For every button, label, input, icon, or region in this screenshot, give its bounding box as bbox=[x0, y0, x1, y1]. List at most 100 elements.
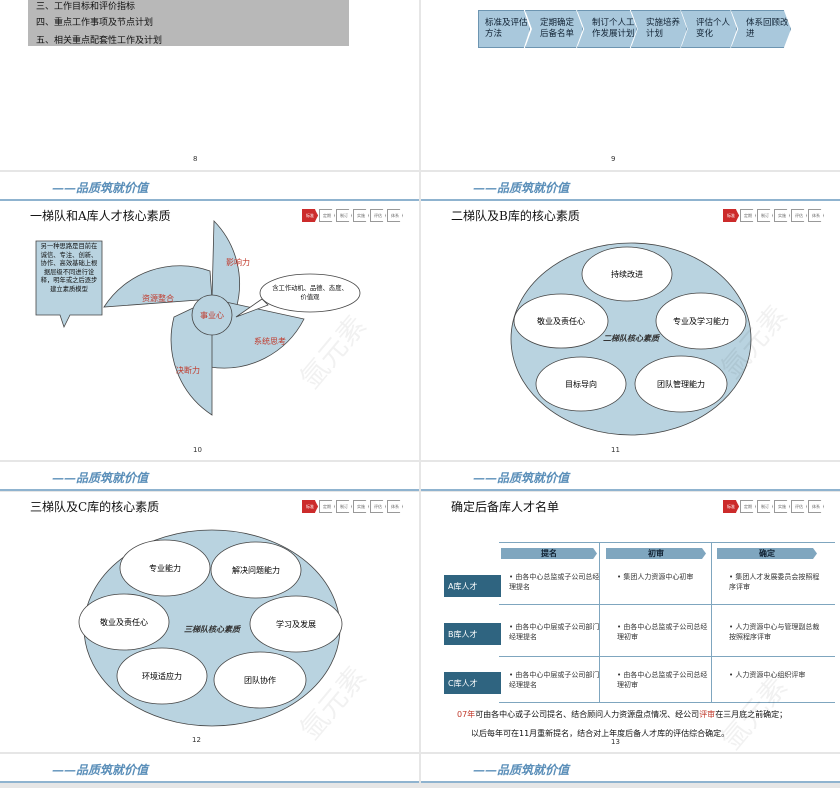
nav-step: 制订 bbox=[336, 209, 352, 222]
nav-step: 标准 bbox=[302, 500, 318, 513]
footnote: 以后每年可在11月重新提名，结合对上年度后备人才库的评估综合确定。 bbox=[471, 729, 730, 738]
nav-step: 实施 bbox=[353, 500, 369, 513]
toc-list: 三、工作目标和评价指标 四、重点工作事项及节点计划 五、相关重点配套性工作及计划 bbox=[28, 0, 349, 46]
slide-13: 确定后备库人才名单 标准 定期 制订 实施 评估 体系 提名 初审 确定 A库人… bbox=[421, 492, 840, 752]
table-cell: • 集团人才发展委员会按照程序评审 bbox=[729, 573, 820, 591]
footer-tagline: ——品质筑就价值 bbox=[473, 471, 570, 485]
bubble-label: 专业能力 bbox=[149, 563, 181, 573]
slide-footer: ——品质筑就价值 bbox=[0, 462, 419, 491]
row-label: B库人才 bbox=[444, 623, 501, 645]
callout-left-bubble bbox=[35, 240, 103, 329]
slide-11: 二梯队及B库的核心素质 标准 定期 制订 实施 评估 体系 持续改进 敬业及责任… bbox=[421, 201, 840, 460]
toc-item: 四、重点工作事项及节点计划 bbox=[36, 18, 154, 28]
page-number: 13 bbox=[611, 738, 620, 746]
slide-9: 标准及评估方法 定期确定后备名单 制订个人工作发展计划 实施培养计划 评估个人变… bbox=[421, 0, 840, 170]
bubble-diagram: 持续改进 敬业及责任心 专业及学习能力 目标导向 团队管理能力 二梯队核心素质 bbox=[510, 242, 752, 436]
bubble-label: 目标导向 bbox=[565, 379, 597, 389]
bubble-label: 环境适应力 bbox=[142, 671, 182, 681]
table-cell: • 由各中心总监或子公司总经理初审 bbox=[617, 623, 708, 641]
nav-step: 实施 bbox=[353, 209, 369, 222]
nav-step: 制订 bbox=[336, 500, 352, 513]
slide-footer: ——品质筑就价值 bbox=[421, 172, 840, 201]
center-label: 二梯队核心素质 bbox=[603, 333, 661, 343]
table-cell: • 由各中心中层或子公司部门经理提名 bbox=[509, 671, 600, 689]
nav-step: 定期 bbox=[740, 500, 756, 513]
petal-integration bbox=[103, 265, 213, 308]
footer-tagline: ——品质筑就价值 bbox=[473, 181, 570, 195]
bubble-label: 持续改进 bbox=[611, 269, 643, 279]
column-header: 确定 bbox=[717, 548, 817, 559]
nav-step: 标准 bbox=[723, 500, 739, 513]
nav-step: 实施 bbox=[774, 500, 790, 513]
page-number: 12 bbox=[192, 736, 201, 744]
row-label: A库人才 bbox=[444, 575, 501, 597]
step-nav: 标准 定期 制订 实施 评估 体系 bbox=[302, 209, 403, 222]
row-label: C库人才 bbox=[444, 672, 501, 694]
footnote: 07年可由各中心或子公司提名、结合顾问人力资源盘点情况、经公司评审在三月底之前确… bbox=[457, 710, 788, 719]
bubble-label: 解决问题能力 bbox=[232, 565, 280, 575]
column-header: 初审 bbox=[606, 548, 706, 559]
callout-left-text: 另一种思路是目前在诚信、专注、创新、协作、高效基础上根据层级不同进行诠释，明年或… bbox=[40, 243, 98, 293]
process-step: 体系回顾改进 bbox=[731, 10, 791, 48]
slide-10: 一梯队和A库人才核心素质 标准 定期 制订 实施 评估 体系 事业心 影响力 资… bbox=[0, 201, 419, 460]
step-nav: 标准 定期 制订 实施 评估 体系 bbox=[302, 500, 403, 513]
page-number: 11 bbox=[611, 446, 620, 454]
process-step: 评估个人变化 bbox=[681, 10, 737, 48]
petal-systems bbox=[209, 298, 305, 369]
process-step: 制订个人工作发展计划 bbox=[577, 10, 637, 48]
nav-step: 评估 bbox=[370, 209, 386, 222]
page-number: 10 bbox=[193, 446, 202, 454]
process-step: 定期确定后备名单 bbox=[525, 10, 583, 48]
slide-footer: ——品质筑就价值 bbox=[0, 754, 419, 783]
petal-influence bbox=[211, 220, 240, 310]
petal-label: 决断力 bbox=[176, 365, 200, 375]
toc-item: 三、工作目标和评价指标 bbox=[36, 2, 136, 12]
nav-step: 评估 bbox=[791, 500, 807, 513]
slide-footer: ——品质筑就价值 bbox=[0, 172, 419, 201]
nav-step: 体系 bbox=[808, 500, 824, 513]
petal-label: 系统思考 bbox=[254, 336, 286, 346]
petal-label: 影响力 bbox=[226, 257, 250, 267]
step-nav: 标准 定期 制订 实施 评估 体系 bbox=[723, 500, 824, 513]
process-step: 实施培养计划 bbox=[631, 10, 687, 48]
bubble-label: 敬业及责任心 bbox=[537, 316, 585, 326]
table-cell: • 由各中心总监或子公司总经理初审 bbox=[617, 671, 708, 689]
center-label: 事业心 bbox=[200, 310, 224, 320]
bubble-label: 专业及学习能力 bbox=[673, 316, 729, 326]
footer-tagline: ——品质筑就价值 bbox=[52, 181, 149, 195]
slide-footer: ——品质筑就价值 bbox=[421, 754, 840, 783]
footer-tagline: ——品质筑就价值 bbox=[473, 763, 570, 777]
slide-title: 确定后备库人才名单 bbox=[451, 500, 560, 514]
page-number: 9 bbox=[611, 155, 616, 163]
nav-step: 评估 bbox=[791, 209, 807, 222]
pinwheel-diagram: 事业心 影响力 资源整合 系统思考 决断力 bbox=[35, 220, 361, 416]
nav-step: 标准 bbox=[302, 209, 318, 222]
table-cell: • 人力资源中心组织评审 bbox=[729, 671, 806, 679]
callout-right-bubble bbox=[259, 273, 361, 313]
slide-footer: ——品质筑就价值 bbox=[421, 462, 840, 491]
nav-step: 定期 bbox=[319, 500, 335, 513]
nav-step: 制订 bbox=[757, 500, 773, 513]
table-cell: • 人力资源中心与管理副总裁按照程序评审 bbox=[729, 623, 820, 641]
nav-step: 实施 bbox=[774, 209, 790, 222]
center-label: 三梯队核心素质 bbox=[184, 624, 242, 634]
bubble-label: 团队协作 bbox=[244, 675, 276, 685]
center-circle bbox=[191, 294, 233, 336]
slide-12: 三梯队及C库的核心素质 标准 定期 制订 实施 评估 体系 专业能力 解决问题能… bbox=[0, 492, 419, 752]
slide-8: 三、工作目标和评价指标 四、重点工作事项及节点计划 五、相关重点配套性工作及计划… bbox=[0, 0, 419, 170]
table-cell: • 由各中心总监或子公司总经理提名 bbox=[509, 573, 600, 591]
bubble-label: 敬业及责任心 bbox=[100, 617, 148, 627]
slide-title: 一梯队和A库人才核心素质 bbox=[30, 209, 171, 223]
table-cell: • 集团人力资源中心初审 bbox=[617, 573, 694, 581]
table-cell: • 由各中心中层或子公司部门经理提名 bbox=[509, 623, 600, 641]
callout-right-text: 含工作动机、品德、态度、价值观 bbox=[272, 285, 348, 301]
step-nav: 标准 定期 制订 实施 评估 体系 bbox=[723, 209, 824, 222]
footer-tagline: ——品质筑就价值 bbox=[52, 763, 149, 777]
slide-title: 三梯队及C库的核心素质 bbox=[30, 500, 160, 514]
column-header: 提名 bbox=[501, 548, 597, 559]
nav-step: 体系 bbox=[387, 500, 403, 513]
slide-title: 二梯队及B库的核心素质 bbox=[451, 209, 580, 223]
page-number: 8 bbox=[193, 155, 198, 163]
nav-step: 定期 bbox=[319, 209, 335, 222]
toc-item: 五、相关重点配套性工作及计划 bbox=[36, 36, 163, 46]
